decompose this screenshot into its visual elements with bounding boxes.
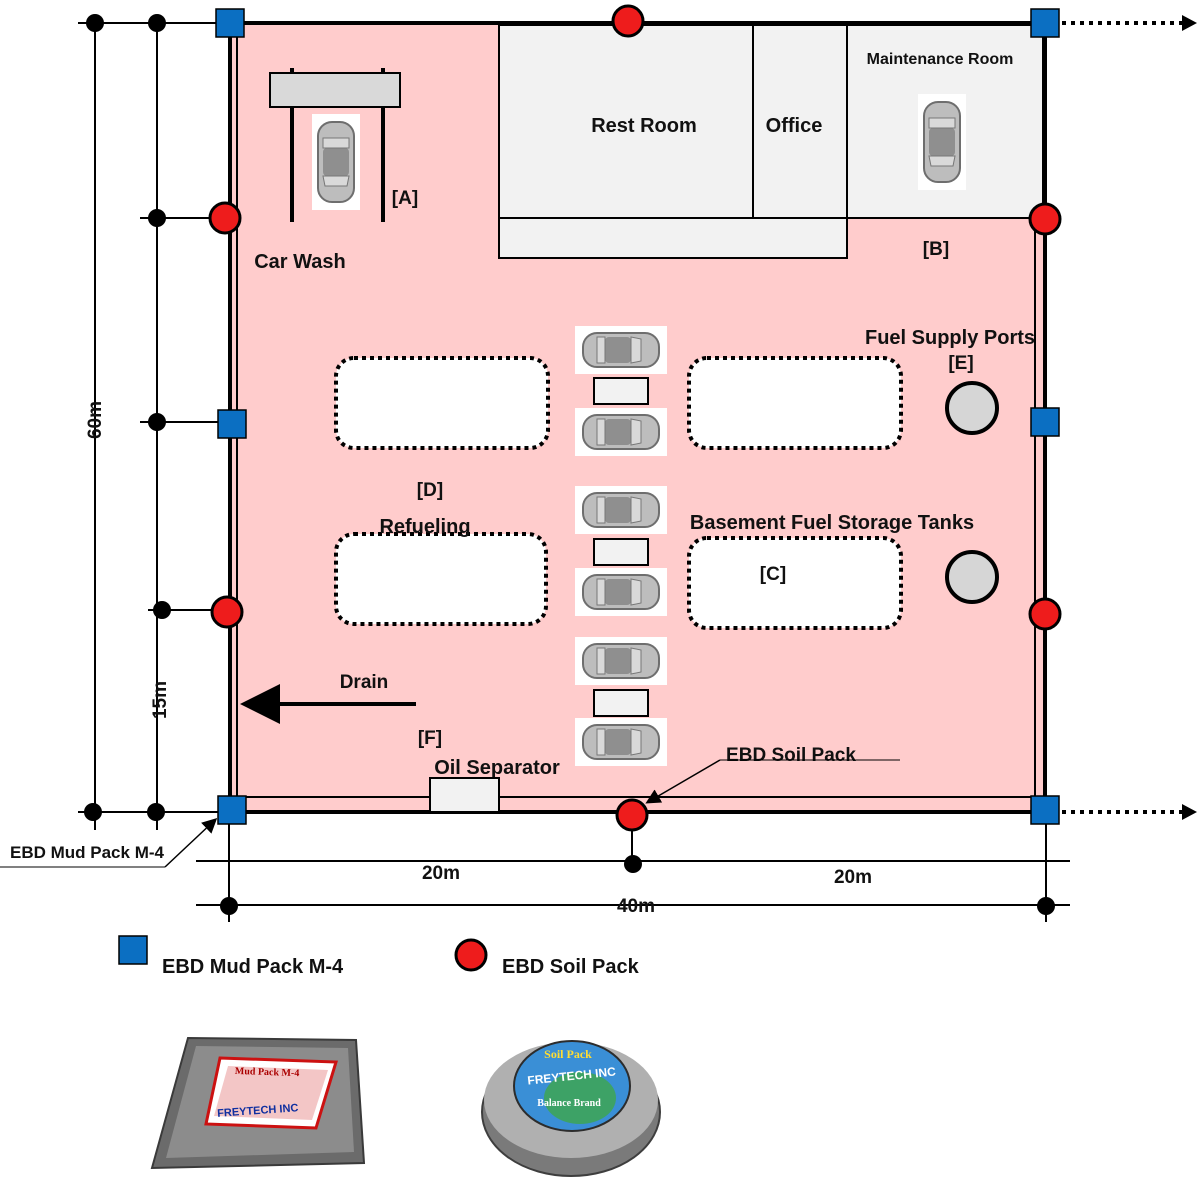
car-wash-car [311,113,361,211]
soil-pack-marker [611,4,645,38]
dimension-width-left: 20m [422,863,460,884]
legend-soil-pack-swatch [454,938,488,972]
soil-pack-marker [208,201,242,235]
refueling-island-lower [334,532,548,626]
mud-pack-marker [215,8,245,38]
oil-separator-label: Oil Separator [434,757,560,779]
refuel-car-3 [574,485,668,535]
maintenance-car [917,93,967,191]
label-d: [D] [417,480,443,501]
maintenance-room-label: Maintenance Room [867,51,1014,68]
mud-pack-marker [1030,407,1060,437]
mud-pack-markers [215,8,1060,825]
label-b: [B] [923,239,949,260]
ebd-mud-pack-callout-label: EBD Mud Pack M-4 [10,843,165,862]
soil-pack-marker [210,595,244,629]
soil-pack-marker [1028,202,1062,236]
soil-pack-marker [1028,597,1062,631]
drain-label: Drain [340,672,389,693]
label-a: [A] [392,188,418,209]
refueling-label: Refueling [379,516,470,538]
left-dimension-lines [78,14,230,830]
bottom-dimension-lines [196,824,1070,922]
dimension-width-total: 40m [617,896,655,917]
mud-pack-brand: FREYTECH INC [217,1102,299,1120]
fuel-supply-port-1 [945,381,999,435]
rest-room [498,24,754,219]
refuel-car-4 [574,567,668,617]
car-wash-label: Car Wash [254,251,346,273]
soil-pack-markers [208,4,1062,832]
label-c: [C] [760,564,786,585]
refuel-car-5 [574,636,668,686]
soil-pack-marker [615,798,649,832]
storage-tank-lower [687,536,903,630]
refuel-car-6 [574,717,668,767]
refueling-island-upper [334,356,550,450]
mud-pack-box-text: Mud Pack M-4 [235,1066,300,1079]
fuel-pump-3 [593,689,649,717]
car-wash-structure [269,68,401,222]
soil-pack-title: Soil Pack [544,1047,592,1061]
fuel-pump-2 [593,538,649,566]
fuel-supply-ports-label: Fuel Supply Ports [865,327,1035,349]
dimension-width-right: 20m [834,867,872,888]
label-e: [E] [948,353,973,374]
office-label: Office [766,115,823,137]
soil-pack-product-image: Soil Pack FREYTECH INC Balance Brand [481,1040,661,1177]
basement-tanks-label: Basement Fuel Storage Tanks [690,512,974,534]
mud-pack-callout-arrow [164,817,218,868]
rest-room-label: Rest Room [591,115,697,137]
fuel-supply-port-2 [945,550,999,604]
mud-pack-marker [1030,8,1060,38]
soil-pack-sub: Balance Brand [537,1098,601,1109]
storage-tank-upper [687,356,903,450]
soil-pack-callout-arrow [645,759,721,804]
mud-pack-product-image: Mud Pack M-4 FREYTECH INC [150,1036,366,1170]
mud-pack-marker [217,409,247,439]
refuel-car-2 [574,407,668,457]
dimension-height-total: 60m [85,401,106,439]
ebd-soil-pack-callout-label: EBD Soil Pack [726,745,856,766]
fuel-pump-1 [593,377,649,405]
legend-mud-pack-label: EBD Mud Pack M-4 [162,956,344,978]
oil-separator [429,777,500,813]
mud-pack-marker [1030,795,1060,825]
refuel-car-1 [574,325,668,375]
mud-pack-marker [217,795,247,825]
dimension-height-partial: 15m [150,681,171,719]
legend-mud-pack-swatch [118,935,148,965]
label-f: [F] [418,728,442,749]
building-annex [498,217,848,259]
legend-soil-pack-label: EBD Soil Pack [502,956,640,978]
